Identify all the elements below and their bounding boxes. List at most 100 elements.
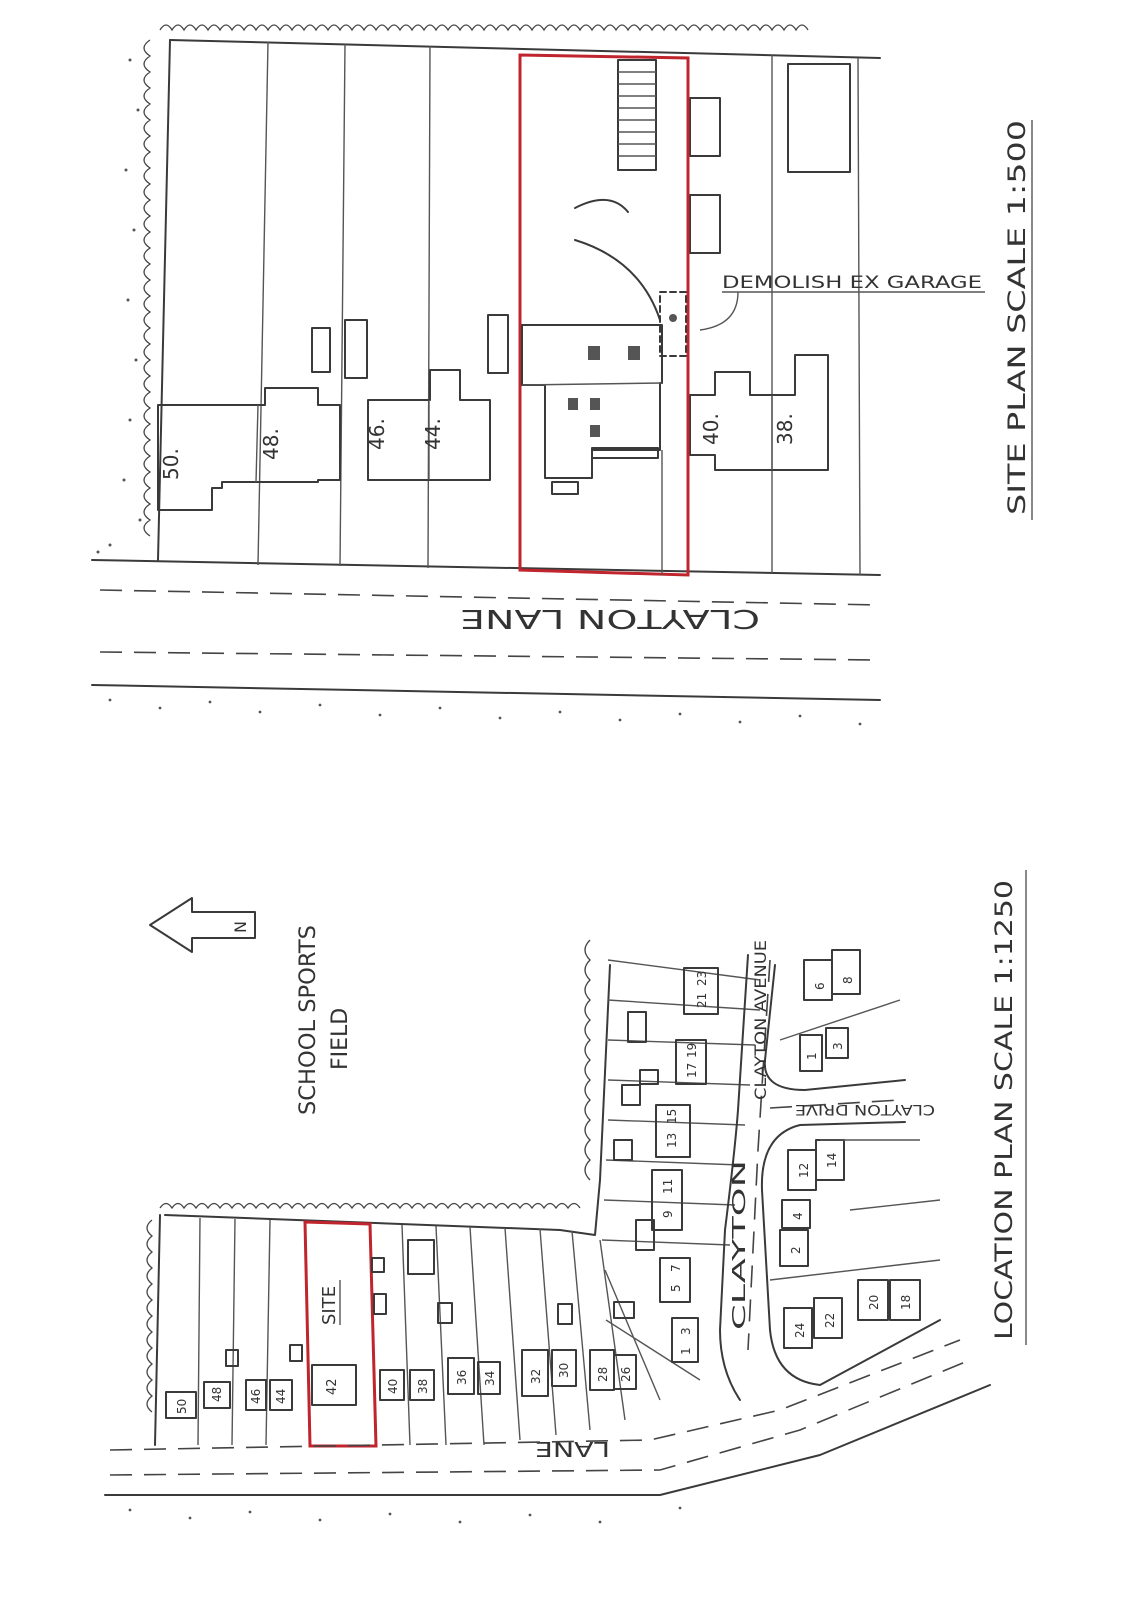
house-number: 15 — [665, 1109, 679, 1124]
house-number: 48 — [210, 1387, 224, 1402]
house-number: 28 — [596, 1367, 610, 1382]
left-boundary — [157, 39, 171, 561]
house-block — [447, 1357, 475, 1395]
house-block — [825, 1027, 849, 1059]
house-number: 38. — [773, 413, 797, 445]
field-label: SCHOOL SPORTS — [296, 925, 321, 1115]
site-step-lines — [618, 71, 656, 157]
drive-edge — [760, 1121, 941, 1386]
street-frontage — [91, 559, 881, 576]
plot-line — [339, 43, 346, 567]
site-house-inner — [521, 382, 663, 386]
house-number: 40 — [386, 1379, 400, 1394]
drive-houses — [769, 949, 941, 1349]
house-number: 9 — [661, 1210, 675, 1218]
house-block — [379, 1369, 405, 1401]
road-centre — [99, 589, 881, 606]
lane-kerb — [104, 1384, 991, 1496]
outbuilding — [621, 1084, 641, 1106]
demolish-leader — [699, 291, 739, 331]
avenue-edge — [719, 954, 749, 1401]
hedge-dots — [96, 58, 142, 554]
verge-dots — [108, 698, 862, 726]
hedge-location — [584, 939, 591, 1181]
plot-line — [257, 41, 269, 566]
house-number: 6 — [813, 982, 827, 990]
outbuilding — [373, 1293, 387, 1315]
house-number: 11 — [661, 1179, 675, 1194]
field-label: FIELD — [328, 1008, 353, 1070]
tree-icon — [669, 314, 677, 322]
road-label: CLAYTON LANE — [460, 603, 760, 633]
house-block — [671, 1317, 699, 1363]
drive-label: CLAYTON DRIVE — [795, 1101, 935, 1117]
site-path-curve — [574, 239, 661, 321]
site-boundary — [518, 53, 690, 577]
house-block — [409, 1369, 435, 1401]
north-label: N — [231, 921, 250, 933]
site-window — [568, 398, 578, 410]
house-block — [675, 1039, 707, 1085]
house-number: 8 — [841, 976, 855, 984]
house-number: 34 — [483, 1371, 497, 1386]
site-window — [628, 346, 640, 360]
house-block — [889, 1279, 921, 1321]
house-number: 24 — [793, 1323, 807, 1338]
outbuilding — [225, 1349, 239, 1367]
site-window — [588, 346, 600, 360]
house-number: 1 — [679, 1347, 693, 1355]
site-hatch — [551, 481, 579, 495]
site-plan: 50. 48. 46. 44. 40. 38. DEMOLISH EX GARA… — [91, 24, 1033, 726]
house-number: 26 — [619, 1367, 633, 1382]
house-number: 12 — [797, 1163, 811, 1178]
lane-verge-dots — [128, 1506, 682, 1524]
house-number: 48. — [259, 428, 283, 460]
house-number: 3 — [679, 1327, 693, 1335]
outbuilding — [689, 97, 721, 157]
house-number: 38 — [416, 1379, 430, 1394]
outbuilding — [437, 1302, 453, 1324]
rear-boundary — [169, 39, 881, 59]
house-number: 22 — [823, 1313, 837, 1328]
outbuilding — [627, 1011, 647, 1043]
house-number: 19 — [685, 1043, 699, 1058]
house-block — [165, 1391, 197, 1419]
avenue-edge — [763, 964, 906, 1091]
avenue-label: CLAYTON AVENUE — [751, 940, 770, 1100]
shed — [311, 327, 331, 373]
house-number: 36 — [455, 1370, 469, 1385]
hedge-location — [159, 1202, 581, 1210]
outbuilding — [689, 194, 721, 254]
house-number: 23 — [695, 971, 709, 986]
location-site-number: 42 — [325, 1378, 340, 1395]
avenue-centre — [747, 959, 771, 1351]
house-number: 20 — [867, 1295, 881, 1310]
house-block — [613, 1354, 637, 1390]
house-block — [659, 1257, 691, 1303]
drive-centre — [769, 1099, 901, 1109]
shed — [487, 314, 509, 374]
house-number: 7 — [669, 1264, 683, 1272]
road-centre — [99, 651, 881, 661]
house-number: 3 — [831, 1042, 845, 1050]
house-block — [551, 1349, 577, 1387]
house-block — [477, 1361, 501, 1395]
house-number: 50 — [175, 1399, 189, 1414]
house-block — [799, 1034, 823, 1072]
lane-centre — [109, 1359, 971, 1476]
hedge-top — [159, 24, 809, 32]
location-site-boundary — [303, 1220, 378, 1448]
house-block — [245, 1379, 267, 1411]
house-number: 21 — [695, 993, 709, 1008]
house-number: 4 — [791, 1212, 805, 1220]
house-block — [521, 1349, 549, 1397]
site-path-curve — [574, 199, 629, 213]
house-number: 46 — [249, 1389, 263, 1404]
outbuilding — [289, 1344, 303, 1362]
location-site-house — [311, 1364, 357, 1406]
house-number: 44. — [421, 418, 445, 450]
plot-line — [769, 999, 941, 1281]
road-kerb — [91, 684, 881, 701]
site-steps — [617, 59, 657, 171]
house-block — [831, 949, 861, 995]
